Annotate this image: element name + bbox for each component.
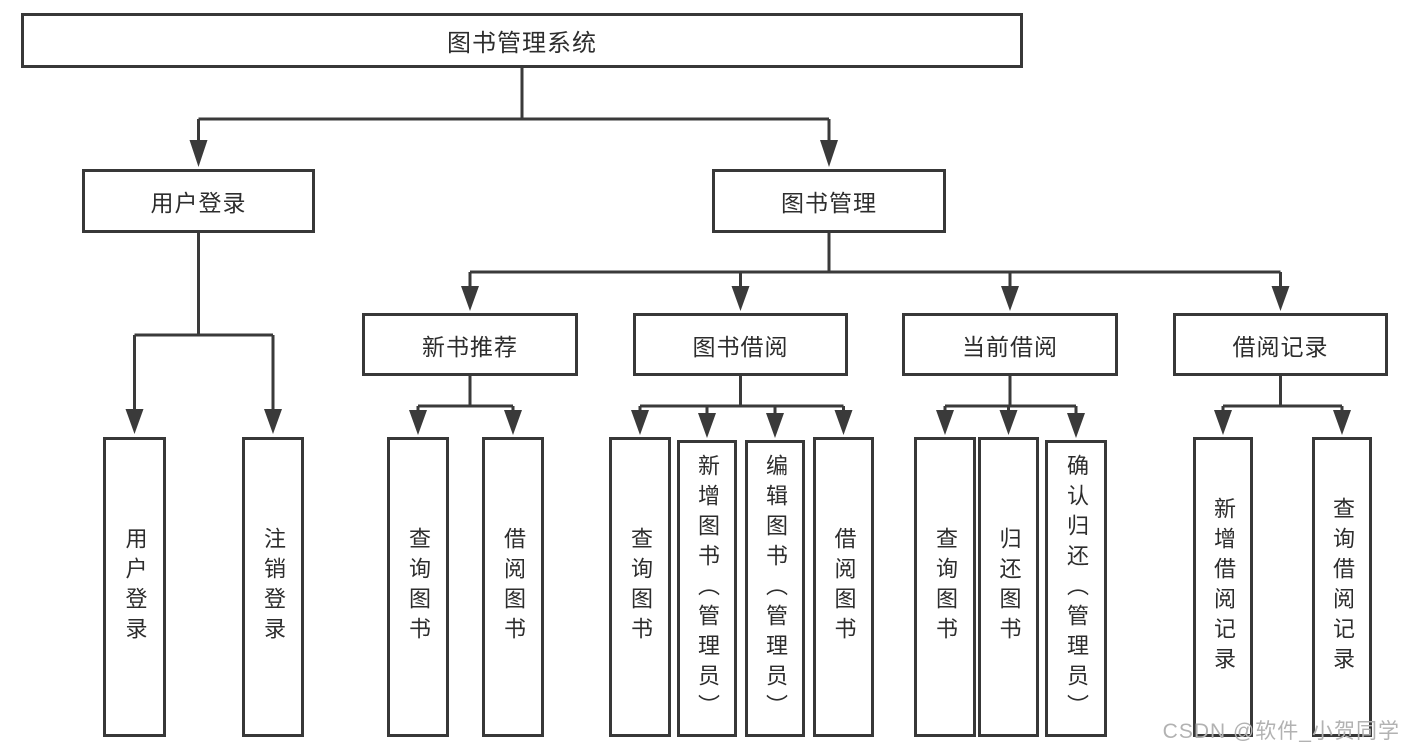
connector-book-management-to-level3 xyxy=(461,233,1290,311)
leaf-add-borrow-record: 新增借阅记录 xyxy=(1193,437,1253,737)
node-label: 图书借阅 xyxy=(692,333,789,360)
leaf-edit-books-admin: 编辑图书（管理员） xyxy=(745,440,805,737)
leaf-query-borrow-record: 查询借阅记录 xyxy=(1312,437,1372,737)
leaf-borrow-books-1: 借阅图书 xyxy=(482,437,544,737)
node-label: 图书管理 xyxy=(781,190,877,216)
leaf-label: 查询图书 xyxy=(628,527,653,647)
node-label: 当前借阅 xyxy=(962,333,1058,360)
leaf-label: 查询图书 xyxy=(933,527,958,647)
node-book-management: 图书管理 xyxy=(712,169,946,233)
node-book-borrow: 图书借阅 xyxy=(633,313,848,376)
leaf-label: 新增图书（管理员） xyxy=(695,453,720,724)
connector-root-to-level2 xyxy=(189,68,838,167)
leaf-return-books: 归还图书 xyxy=(978,437,1039,737)
connector-borrow-records-to-leaves xyxy=(1214,376,1351,435)
leaf-borrow-books-2: 借阅图书 xyxy=(813,437,874,737)
connector-user-login-to-leaves xyxy=(125,233,282,434)
node-current-borrow: 当前借阅 xyxy=(902,313,1118,376)
connector-new-book-recommend-to-leaves xyxy=(409,376,522,435)
leaf-label: 编辑图书（管理员） xyxy=(763,453,788,724)
leaf-query-books-1: 查询图书 xyxy=(387,437,449,737)
leaf-label: 借阅图书 xyxy=(501,527,526,647)
node-system-root: 图书管理系统 xyxy=(21,13,1023,68)
leaf-label: 用户登录 xyxy=(122,527,148,647)
leaf-query-books-2: 查询图书 xyxy=(609,437,671,737)
node-label: 借阅记录 xyxy=(1232,333,1329,360)
leaf-label: 注销登录 xyxy=(261,527,286,647)
node-label: 新书推荐 xyxy=(422,333,518,360)
leaf-confirm-return-admin: 确认归还（管理员） xyxy=(1045,440,1107,737)
leaf-label: 新增借阅记录 xyxy=(1211,497,1236,677)
connector-current-borrow-to-leaves xyxy=(936,376,1085,438)
node-borrow-records: 借阅记录 xyxy=(1173,313,1388,376)
leaf-label: 借阅图书 xyxy=(831,527,857,647)
leaf-label: 确认归还（管理员） xyxy=(1064,453,1089,724)
leaf-user-login: 用户登录 xyxy=(103,437,166,737)
node-label: 图书管理系统 xyxy=(447,30,597,57)
leaf-query-books-3: 查询图书 xyxy=(914,437,976,737)
leaf-label: 查询借阅记录 xyxy=(1330,497,1355,677)
leaf-logout: 注销登录 xyxy=(242,437,304,737)
csdn-watermark: CSDN @软件_小贺同学 xyxy=(1162,720,1400,743)
leaf-label: 查询图书 xyxy=(406,527,431,647)
leaf-label: 归还图书 xyxy=(996,527,1022,647)
node-label: 用户登录 xyxy=(150,190,247,216)
connector-book-borrow-to-leaves xyxy=(631,376,853,438)
node-user-login: 用户登录 xyxy=(82,169,315,233)
node-new-book-recommend: 新书推荐 xyxy=(362,313,578,376)
leaf-add-books-admin: 新增图书（管理员） xyxy=(677,440,737,737)
